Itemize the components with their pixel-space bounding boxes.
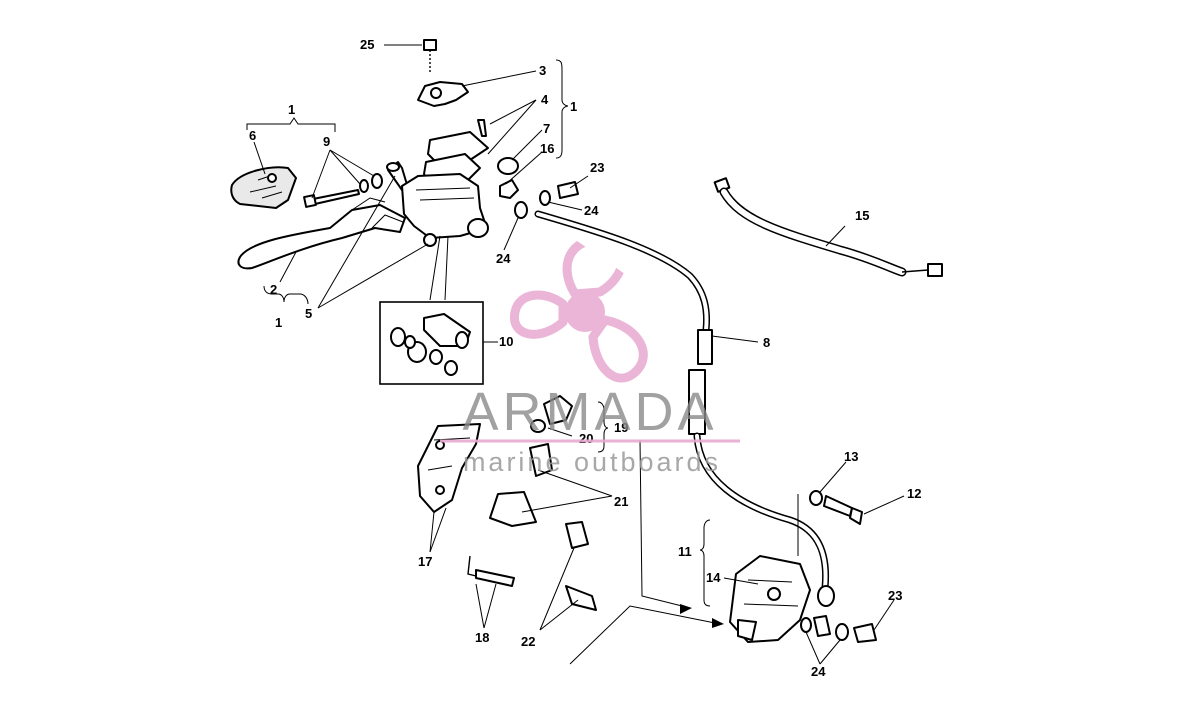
watermark-text: ARMADA marine outboards xyxy=(440,382,740,477)
callout-10: 10 xyxy=(499,334,513,349)
part-6-clamp xyxy=(230,166,297,209)
callout-17: 17 xyxy=(418,554,432,569)
callout-labels: 25 3 4 1 1 7 6 9 16 23 24 15 24 2 5 1 10… xyxy=(249,37,921,679)
callout-18: 18 xyxy=(475,630,489,645)
callout-24-bottom: 24 xyxy=(811,664,826,679)
callout-3: 3 xyxy=(539,63,546,78)
callout-14: 14 xyxy=(706,570,721,585)
callout-19: 19 xyxy=(614,420,628,435)
callout-6: 6 xyxy=(249,128,256,143)
callout-1-top: 1 xyxy=(570,99,577,114)
callout-21: 21 xyxy=(614,494,628,509)
callout-4: 4 xyxy=(541,92,549,107)
part-15-wire xyxy=(713,177,943,277)
part-17-pads xyxy=(417,423,481,513)
callout-1-left: 1 xyxy=(288,102,295,117)
callout-11: 11 xyxy=(678,544,692,559)
callout-12: 12 xyxy=(907,486,921,501)
callout-2: 2 xyxy=(270,282,277,297)
callout-16: 16 xyxy=(540,141,554,156)
callout-23-top: 23 xyxy=(590,160,604,175)
master-cylinder xyxy=(401,39,579,247)
part-22-bushes xyxy=(565,521,597,611)
part-10-kit xyxy=(379,301,484,385)
part-19-20-bleeder xyxy=(530,395,573,433)
callout-23-bottom: 23 xyxy=(888,588,902,603)
watermark-brand: ARMADA xyxy=(462,382,717,442)
callout-22: 22 xyxy=(521,634,535,649)
part-18-pin xyxy=(467,555,515,587)
part-11-caliper xyxy=(729,490,877,643)
callout-7: 7 xyxy=(543,121,550,136)
braces xyxy=(263,59,711,607)
watermark-tagline: marine outboards xyxy=(463,447,721,477)
callout-9: 9 xyxy=(323,134,330,149)
callout-5: 5 xyxy=(305,306,312,321)
callout-1-bottom: 1 xyxy=(275,315,282,330)
callout-24-mid: 24 xyxy=(584,203,599,218)
part-2-lever xyxy=(237,197,406,270)
leader-lines xyxy=(253,44,905,665)
part-9-screw xyxy=(303,173,383,208)
callout-15: 15 xyxy=(855,208,869,223)
callout-25: 25 xyxy=(360,37,374,52)
part-5-pin xyxy=(386,161,409,191)
callout-13: 13 xyxy=(844,449,858,464)
callout-24-left: 24 xyxy=(496,251,511,266)
callout-8: 8 xyxy=(763,335,770,350)
part-21-clips xyxy=(489,443,553,527)
part-8-hose xyxy=(534,210,835,607)
